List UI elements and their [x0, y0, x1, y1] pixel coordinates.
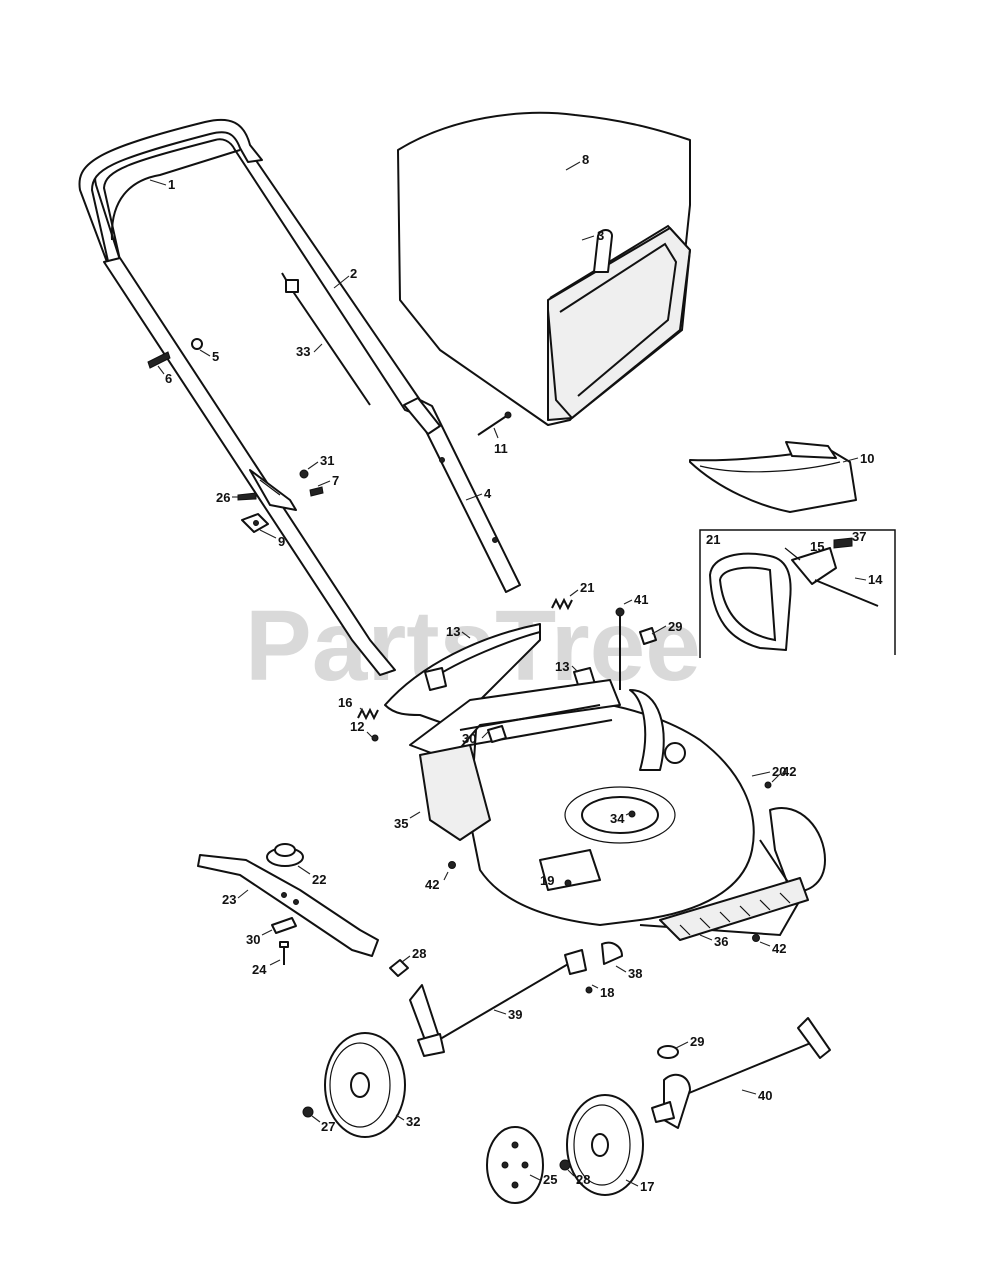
- callout-22: 21: [580, 580, 594, 595]
- callout-13a: 13: [446, 624, 460, 639]
- callout-29b: 29: [690, 1034, 704, 1049]
- callout-24: 23: [222, 892, 236, 907]
- callout-18: 18: [600, 985, 614, 1000]
- front-left-wheel: [302, 1032, 406, 1138]
- hardware: [371, 607, 772, 994]
- blade-bolt: [271, 917, 297, 965]
- control-rod: [281, 272, 371, 406]
- callout-2: 2: [350, 266, 357, 281]
- callout-42b: 42: [782, 764, 796, 779]
- callout-10: 10: [860, 451, 874, 466]
- callout-4: 4: [484, 486, 492, 501]
- callout-37: 36: [714, 934, 728, 949]
- blade: [197, 854, 379, 957]
- callout-21: 21: [706, 532, 720, 547]
- callout-20: 20: [772, 764, 786, 779]
- rear-axle: [651, 1017, 831, 1129]
- callout-1: 1: [168, 177, 175, 192]
- upper-handle: [78, 118, 521, 676]
- callout-42d: 42: [772, 941, 786, 956]
- callout-30b: 30: [462, 731, 476, 746]
- callout-41: 40: [758, 1088, 772, 1103]
- callout-15: 15: [810, 539, 824, 554]
- lower-handle-bracket: [403, 397, 498, 543]
- callout-9: 9: [278, 534, 285, 549]
- callout-7: 7: [332, 473, 339, 488]
- callout-26: 25: [543, 1172, 557, 1187]
- callout-17: 17: [640, 1179, 654, 1194]
- callout-19: 19: [540, 873, 554, 888]
- callout-40: 39: [508, 1007, 522, 1022]
- callout-42a: 41: [634, 592, 648, 607]
- callout-23: 22: [312, 872, 326, 887]
- callout-28a: 27: [321, 1119, 335, 1134]
- callout-13b: 13: [555, 659, 569, 674]
- callout-33: 32: [406, 1114, 420, 1129]
- callout-16: 16: [338, 695, 352, 710]
- hubcap: [486, 1126, 544, 1204]
- callout-28b: 28: [576, 1172, 590, 1187]
- callout-42c: 42: [425, 877, 439, 892]
- callout-25: 24: [252, 962, 267, 977]
- callout-27: 26: [216, 490, 230, 505]
- pin: [477, 411, 512, 436]
- callout-34: 33: [296, 344, 310, 359]
- inset-box: [699, 529, 896, 658]
- callout-12: 12: [350, 719, 364, 734]
- callout-29a: 28: [412, 946, 426, 961]
- callout-14: 14: [868, 572, 883, 587]
- spring: [357, 597, 573, 721]
- callout-3: 3: [597, 228, 604, 243]
- blade-adapter: [266, 843, 304, 867]
- callout-36: 35: [394, 816, 408, 831]
- grass-bag: [397, 111, 692, 426]
- callout-35: 34: [610, 811, 625, 826]
- front-axle: [389, 941, 623, 1057]
- callout-30a: 29: [668, 619, 682, 634]
- callout-32: 31: [320, 453, 334, 468]
- handle-knob: [147, 338, 324, 533]
- height-adjuster: [659, 877, 809, 941]
- callout-38: 37: [852, 529, 866, 544]
- callout-39: 38: [628, 966, 642, 981]
- callout-11: 11: [494, 441, 508, 456]
- callout-8: 8: [582, 152, 589, 167]
- rear-deflector: [689, 441, 857, 513]
- callout-31: 30: [246, 932, 260, 947]
- mower-deck: [409, 679, 755, 926]
- callout-5: 5: [212, 349, 219, 364]
- callout-labels: 1 2 3 4 5 6 7 8 9 10 11 12 13 13 14 15 1…: [149, 152, 883, 1194]
- rear-right-wheel: [559, 1094, 644, 1196]
- callout-6: 6: [165, 371, 172, 386]
